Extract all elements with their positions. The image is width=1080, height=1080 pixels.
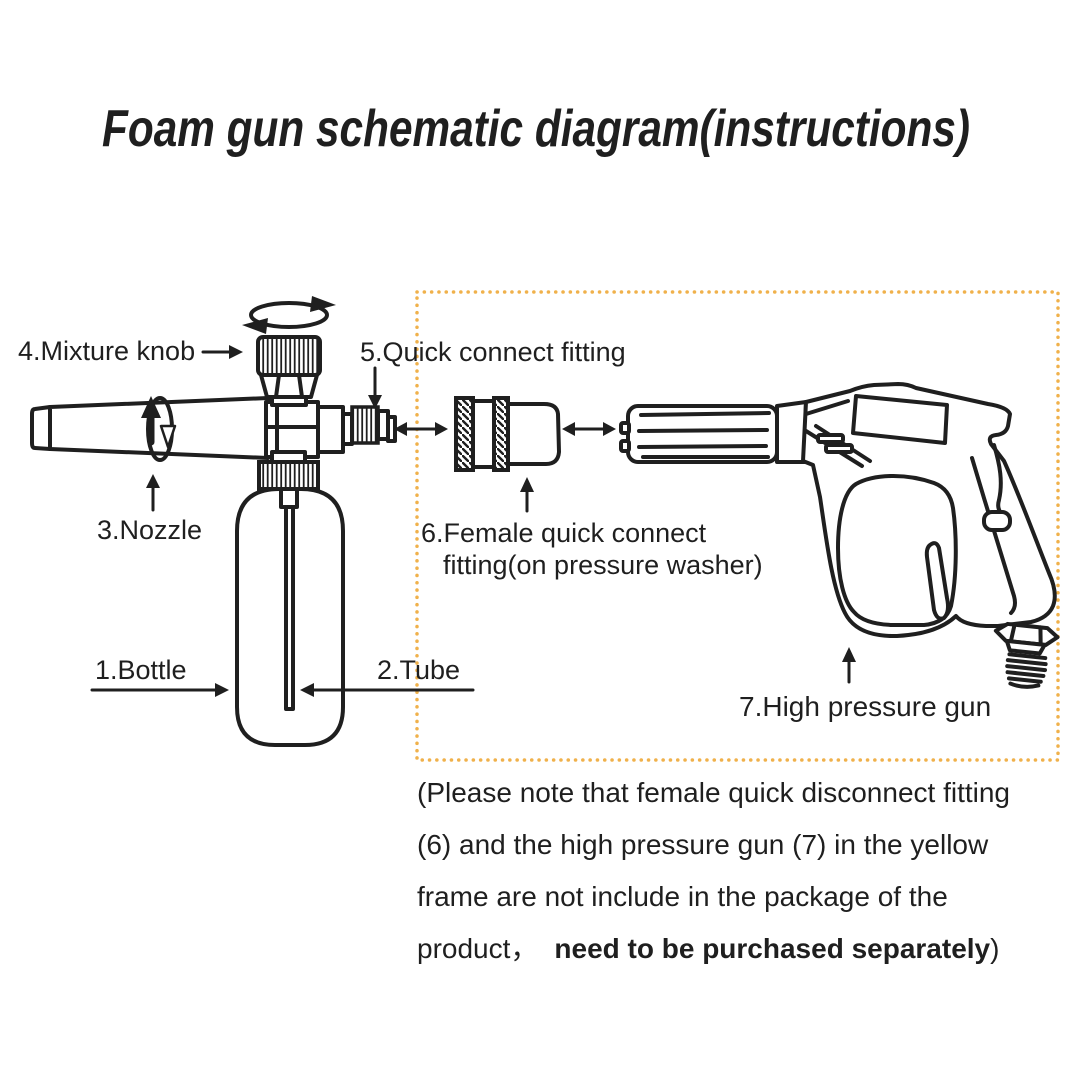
quick-connect-arrow [368, 366, 382, 409]
label-nozzle: 3.Nozzle [97, 515, 202, 545]
gun-outlet-fitting [993, 621, 1060, 689]
note-line-3: frame are not include in the package of … [417, 881, 948, 912]
page-title: Foam gun schematic diagram(instructions) [102, 100, 970, 158]
quick-connect-fitting-part [341, 405, 397, 446]
high-pressure-gun-drawing [619, 382, 1060, 689]
mixture-knob-part [256, 335, 322, 407]
label-female-quick-connect-line1: 6.Female quick connect [421, 518, 707, 548]
gun-arrow [842, 647, 856, 684]
lance-body-part [264, 400, 345, 459]
label-bottle: 1.Bottle [95, 655, 187, 685]
connect-double-arrow-right [562, 422, 616, 436]
label-tube: 2.Tube [377, 655, 460, 685]
not-included-frame [415, 290, 1060, 762]
label-mixture-knob: 4.Mixture knob [18, 336, 195, 366]
note-line-4-end: ) [990, 933, 999, 964]
connect-double-arrow-left [394, 422, 448, 436]
label-quick-connect: 5.Quick connect fitting [360, 337, 626, 367]
female-fitting-arrow [520, 477, 534, 513]
note-line-4-bold: need to be purchased separately [554, 933, 990, 964]
label-high-pressure-gun: 7.High pressure gun [739, 691, 991, 722]
nozzle-rotation-arrow-icon [141, 396, 177, 462]
foam-lance-drawing [30, 296, 397, 747]
note-line-4-normal: product， [417, 933, 538, 964]
note-line-2: (6) and the high pressure gun (7) in the… [417, 829, 989, 860]
callout-arrows [90, 345, 856, 697]
nozzle-arrow [146, 474, 160, 512]
nozzle-part [30, 396, 270, 460]
bottle-arrow [90, 683, 229, 697]
tube-part [279, 487, 299, 711]
note-line-4: product， need to be purchased separately) [417, 933, 999, 964]
note-line-1: (Please note that female quick disconnec… [417, 777, 1010, 808]
female-quick-connect-drawing [454, 396, 561, 472]
mixture-knob-arrow [201, 345, 243, 359]
purchase-note: (Please note that female quick disconnec… [417, 777, 1010, 964]
knob-rotation-arrow-icon [242, 296, 336, 334]
label-female-quick-connect-line2: fitting(on pressure washer) [443, 550, 763, 580]
tube-arrow [300, 683, 475, 697]
